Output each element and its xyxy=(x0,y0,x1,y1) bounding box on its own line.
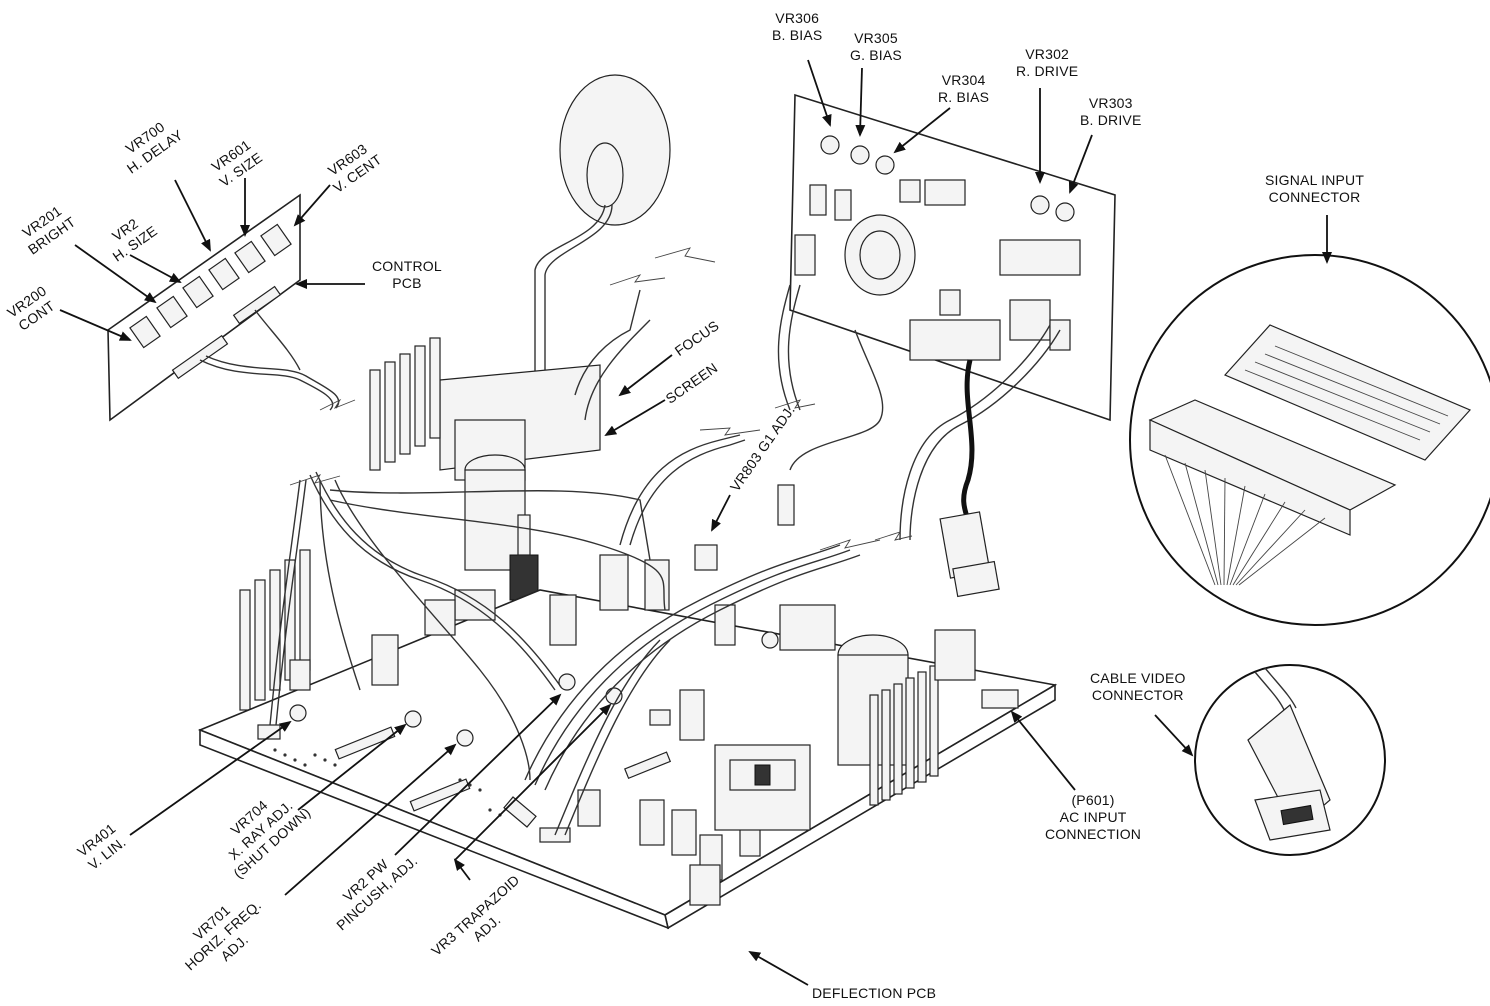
vr303-label: VR303 B. DRIVE xyxy=(1080,95,1142,129)
deflection-pcb-label: DEFLECTION PCB xyxy=(812,985,936,1002)
cable-video-line2: CONNECTOR xyxy=(1091,687,1184,703)
control-pcb-line1: CONTROL xyxy=(372,258,442,274)
vr304-label: VR304 R. BIAS xyxy=(938,72,989,106)
vr306-line2: B. BIAS xyxy=(772,27,823,43)
p601-line1: (P601) xyxy=(1071,792,1115,808)
vr302-label: VR302 R. DRIVE xyxy=(1016,46,1078,80)
cable-video-line1: CABLE VIDEO xyxy=(1090,670,1186,686)
main-chassis-board xyxy=(197,554,1058,930)
p601-line3: CONNECTION xyxy=(1045,826,1142,842)
vr303-line2: B. DRIVE xyxy=(1080,112,1142,128)
wire-harness xyxy=(269,434,861,836)
signal-input-detail xyxy=(1129,254,1490,626)
vr302-line2: R. DRIVE xyxy=(1016,63,1079,79)
power-transformer xyxy=(714,744,811,831)
deflection-pcb-text: DEFLECTION PCB xyxy=(812,985,937,1001)
vr304-line1: VR304 xyxy=(941,72,986,88)
control-pcb-line2: PCB xyxy=(392,275,422,291)
cable-video-detail xyxy=(1194,664,1386,856)
vr305-line1: VR305 xyxy=(854,30,898,46)
control-pcb-label: CONTROL PCB xyxy=(372,258,442,292)
video-cable xyxy=(777,359,1000,598)
cable-video-label: CABLE VIDEO CONNECTOR xyxy=(1090,670,1186,704)
vr302-line1: VR302 xyxy=(1025,46,1070,62)
signal-input-line2: CONNECTOR xyxy=(1268,189,1361,205)
signal-input-line1: SIGNAL INPUT xyxy=(1265,172,1365,188)
video-pcb-board xyxy=(777,93,1116,541)
vr305-label: VR305 G. BIAS xyxy=(850,30,902,64)
p601-label: (P601) AC INPUT CONNECTION xyxy=(1045,792,1141,843)
anode-cap xyxy=(534,74,671,385)
vr304-line2: R. BIAS xyxy=(938,89,990,105)
p601-line2: AC INPUT xyxy=(1059,809,1127,825)
control-pcb-board xyxy=(107,193,340,422)
vr303-line1: VR303 xyxy=(1088,95,1133,111)
signal-input-label: SIGNAL INPUT CONNECTOR xyxy=(1265,172,1364,206)
vr305-line2: G. BIAS xyxy=(850,47,902,63)
flyback-transformer xyxy=(439,289,651,601)
vr306-label: VR306 B. BIAS xyxy=(772,10,822,44)
vr306-line1: VR306 xyxy=(775,10,820,26)
